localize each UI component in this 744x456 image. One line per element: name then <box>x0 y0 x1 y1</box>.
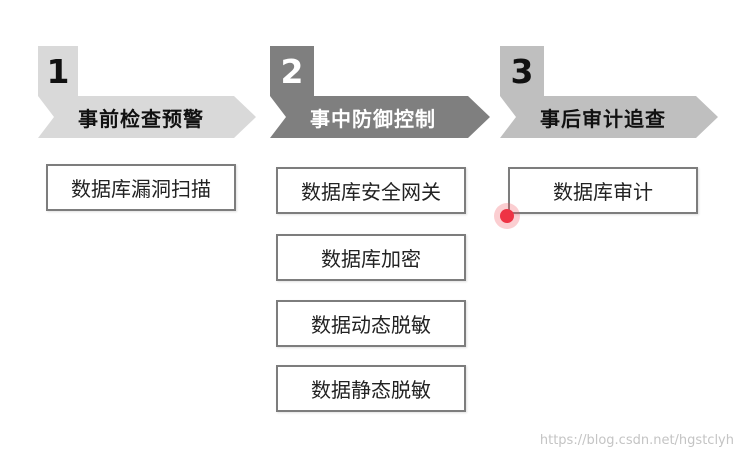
pointer-dot <box>494 203 520 229</box>
stage-2-item-3-label: 数据动态脱敏 <box>311 313 431 337</box>
stage-3-item-1-label: 数据库审计 <box>553 180 653 204</box>
stage-1-number: 1 <box>46 51 70 91</box>
stage-2-item-2: 数据库加密 <box>276 234 466 281</box>
stage-3-number: 3 <box>510 51 534 91</box>
stage-2-title: 事中防御控制 <box>310 106 436 131</box>
stage-1-title: 事前检查预警 <box>78 106 204 131</box>
watermark: https://blog.csdn.net/hgstclyh <box>539 433 734 448</box>
stage-1-number-tab: 1 <box>38 46 78 96</box>
stage-2-arrow: 事中防御控制 <box>270 96 490 138</box>
stage-2-item-1: 数据库安全网关 <box>276 167 466 214</box>
stage-3-arrow: 事后审计追查 <box>500 96 718 138</box>
stage-1-arrow: 事前检查预警 <box>38 96 256 138</box>
stage-3-item-1: 数据库审计 <box>508 167 698 214</box>
stage-2-item-1-label: 数据库安全网关 <box>301 180 441 204</box>
stage-2-item-2-label: 数据库加密 <box>321 247 421 271</box>
stage-2-item-3: 数据动态脱敏 <box>276 300 466 347</box>
stage-1-item-1-label: 数据库漏洞扫描 <box>71 177 211 201</box>
stage-2-item-4-label: 数据静态脱敏 <box>311 378 431 402</box>
stage-1-item-1: 数据库漏洞扫描 <box>46 164 236 211</box>
stage-2-number-tab: 2 <box>270 46 314 96</box>
stage-2-number: 2 <box>280 51 304 91</box>
stage-3-title: 事后审计追查 <box>540 106 666 131</box>
stage-2-item-4: 数据静态脱敏 <box>276 365 466 412</box>
stage-3-number-tab: 3 <box>500 46 544 96</box>
